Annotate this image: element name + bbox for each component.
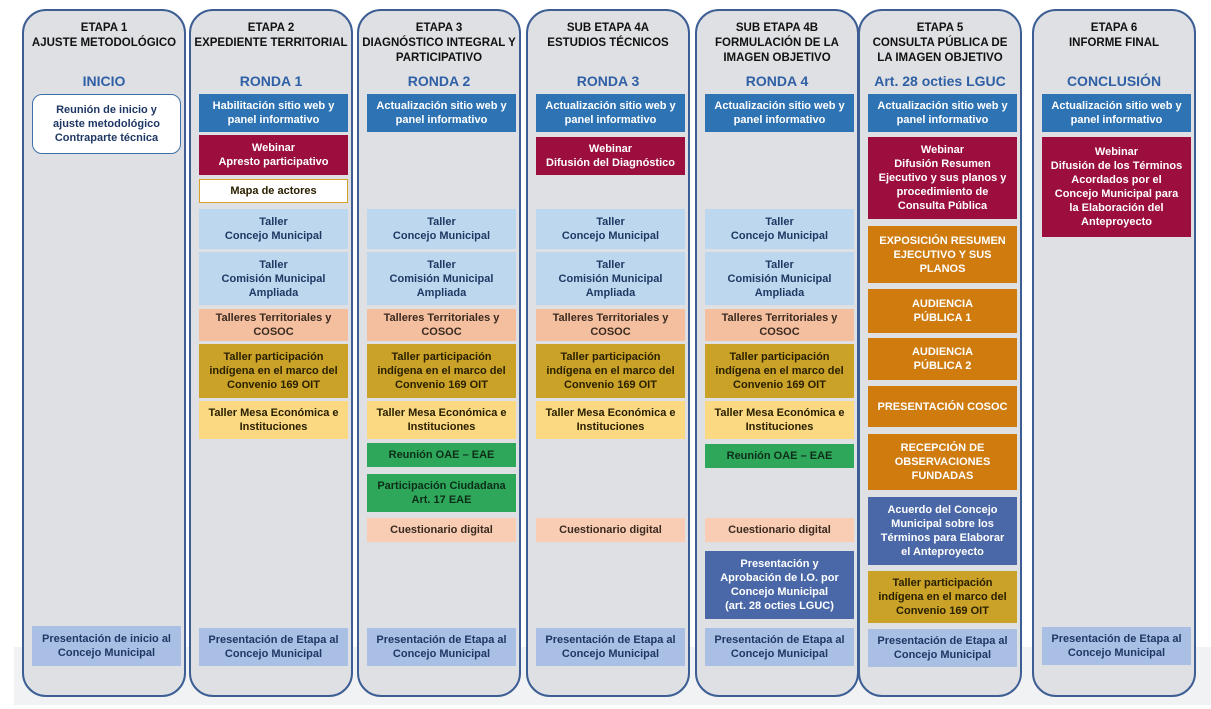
activity-card: Taller Concejo Municipal (367, 209, 516, 249)
stage-title: ETAPA 5 CONSULTA PÚBLICA DE LA IMAGEN OB… (872, 22, 1008, 64)
stage-column-6: ETAPA 5 CONSULTA PÚBLICA DE LA IMAGEN OB… (858, 9, 1022, 697)
activity-card: Reunión OAE – EAE (367, 443, 516, 467)
activity-card: Presentación y Aprobación de I.O. por Co… (705, 551, 854, 619)
stage-round-label: RONDA 2 (407, 73, 471, 89)
activity-card: Talleres Territoriales y COSOC (199, 309, 348, 341)
activity-card: Taller Comisión Municipal Ampliada (536, 252, 685, 305)
activity-card: Actualización sitio web y panel informat… (1042, 94, 1191, 132)
stage-column-2: ETAPA 2 EXPEDIENTE TERRITORIAL RONDA 1 Hab… (189, 9, 353, 697)
stage-round-label: CONCLUSIÓN (1066, 73, 1162, 89)
activity-card: PRESENTACIÓN COSOC (868, 386, 1017, 427)
stage-column-3: ETAPA 3 DIAGNÓSTICO INTEGRAL Y PARTICIPA… (357, 9, 521, 697)
activity-card: Taller Comisión Municipal Ampliada (705, 252, 854, 305)
activity-card: Taller participación indígena en el marc… (868, 571, 1017, 623)
activity-card: Webinar Difusión del Diagnóstico (536, 137, 685, 175)
activity-card: AUDIENCIA PÚBLICA 2 (868, 338, 1017, 380)
stage-title: ETAPA 2 EXPEDIENTE TERRITORIAL (194, 22, 348, 49)
stage-round-label: INICIO (82, 73, 126, 89)
activity-card: Taller Comisión Municipal Ampliada (199, 252, 348, 305)
stage-title: ETAPA 6 INFORME FINAL (1068, 22, 1160, 49)
activity-card: Actualización sitio web y panel informat… (868, 94, 1017, 132)
stage-round-label: RONDA 3 (576, 73, 640, 89)
activity-card: RECEPCIÓN DE OBSERVACIONES FUNDADAS (868, 434, 1017, 490)
activity-card: Taller participación indígena en el marc… (367, 344, 516, 398)
activity-card: Presentación de Etapa al Concejo Municip… (536, 628, 685, 666)
activity-card: Taller Comisión Municipal Ampliada (367, 252, 516, 305)
activity-card: Taller participación indígena en el marc… (705, 344, 854, 398)
activity-card: Cuestionario digital (705, 518, 854, 542)
activity-card: Taller Mesa Económica e Instituciones (705, 401, 854, 439)
activity-card: Habilitación sitio web y panel informati… (199, 94, 348, 132)
activity-card: Reunión de inicio y ajuste metodológico … (32, 94, 181, 154)
activity-card: Taller Mesa Económica e Instituciones (199, 401, 348, 439)
activity-card: Mapa de actores (199, 179, 348, 203)
activity-card: Talleres Territoriales y COSOC (536, 309, 685, 341)
activity-card: Presentación de Etapa al Concejo Municip… (1042, 627, 1191, 665)
activity-card: Actualización sitio web y panel informat… (705, 94, 854, 132)
stage-column-1: ETAPA 1 AJUSTE METODOLÓGICO INICIO Reunión… (22, 9, 186, 697)
activity-card: Webinar Difusión Resumen Ejecutivo y sus… (868, 137, 1017, 219)
activity-card: Presentación de Etapa al Concejo Municip… (199, 628, 348, 666)
activity-card: Taller Concejo Municipal (705, 209, 854, 249)
activity-card: Participación Ciudadana Art. 17 EAE (367, 474, 516, 512)
activity-card: Taller participación indígena en el marc… (199, 344, 348, 398)
stage-round-label: Art. 28 octies LGUC (874, 73, 1006, 89)
activity-card: AUDIENCIA PÚBLICA 1 (868, 289, 1017, 333)
activity-card: Reunión OAE – EAE (705, 444, 854, 468)
activity-card: Presentación de inicio al Concejo Munici… (32, 626, 181, 666)
activity-card: Cuestionario digital (367, 518, 516, 542)
activity-card: Actualización sitio web y panel informat… (536, 94, 685, 132)
activity-card: Webinar Apresto participativo (199, 135, 348, 175)
stage-title: SUB ETAPA 4A ESTUDIOS TÉCNICOS (547, 22, 669, 49)
activity-card: Taller Mesa Económica e Instituciones (367, 401, 516, 439)
activity-card: Presentación de Etapa al Concejo Municip… (367, 628, 516, 666)
stage-round-label: RONDA 4 (745, 73, 809, 89)
activity-card: Talleres Territoriales y COSOC (367, 309, 516, 341)
activity-card: EXPOSICIÓN RESUMEN EJECUTIVO Y SUS PLANO… (868, 226, 1017, 283)
activity-card: Taller participación indígena en el marc… (536, 344, 685, 398)
activity-card: Taller Mesa Económica e Instituciones (536, 401, 685, 439)
activity-card: Taller Concejo Municipal (536, 209, 685, 249)
activity-card: Presentación de Etapa al Concejo Municip… (868, 629, 1017, 667)
stage-column-5: SUB ETAPA 4B FORMULACIÓN DE LA IMAGEN OB… (695, 9, 859, 697)
activity-card: Actualización sitio web y panel informat… (367, 94, 516, 132)
stage-column-7: ETAPA 6 INFORME FINAL CONCLUSIÓN Actualiza… (1032, 9, 1196, 697)
activity-card: Taller Concejo Municipal (199, 209, 348, 249)
stage-round-label: RONDA 1 (239, 73, 303, 89)
activity-card: Acuerdo del Concejo Municipal sobre los … (868, 497, 1017, 565)
activity-card: Webinar Difusión de los Términos Acordad… (1042, 137, 1191, 237)
activity-card: Cuestionario digital (536, 518, 685, 542)
activity-card: Talleres Territoriales y COSOC (705, 309, 854, 341)
stage-title: SUB ETAPA 4B FORMULACIÓN DE LA IMAGEN OB… (715, 22, 839, 64)
activity-card: Presentación de Etapa al Concejo Municip… (705, 628, 854, 666)
stage-title: ETAPA 1 AJUSTE METODOLÓGICO (31, 22, 177, 49)
stage-title: ETAPA 3 DIAGNÓSTICO INTEGRAL Y PARTICIPA… (362, 22, 516, 64)
stage-column-4: SUB ETAPA 4A ESTUDIOS TÉCNICOS RONDA 3 Act… (526, 9, 690, 697)
